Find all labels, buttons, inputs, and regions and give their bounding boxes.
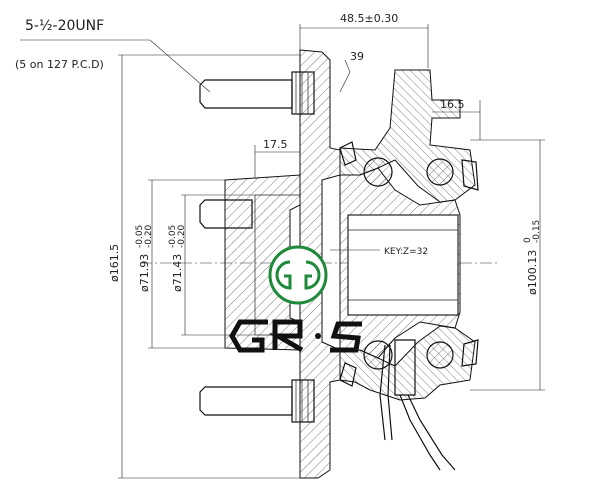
dia-71-43-tol-lo: -0.20 [177, 224, 187, 248]
dim-17-5 [254, 145, 300, 178]
dim-71-43 [181, 194, 255, 336]
key-label: KEY:Z=32 [384, 247, 428, 257]
bearing-ball-upper-right [426, 158, 454, 186]
dim-100-13 [470, 139, 545, 391]
spline-bore [347, 214, 459, 316]
dia-71-43-label: ø71.43 [171, 254, 184, 292]
wheel-stud-top [199, 71, 315, 115]
dia-100-13-tol-hi: 0 [523, 237, 533, 243]
dia-71-43-group: ø71.43 -0.05 -0.20 [168, 224, 187, 292]
wheel-stud-middle [199, 199, 253, 229]
seal-upper [339, 141, 357, 166]
angle-leader [339, 59, 351, 93]
angle-dimension-label: 39 [350, 50, 364, 63]
wheel-stud-bottom [199, 379, 315, 423]
abs-sensor [379, 339, 456, 471]
seal-right-upper [461, 159, 479, 191]
dia-100-13-tol-lo: -0.15 [532, 220, 542, 243]
thread-spec-label: 5-½-20UNF [25, 18, 104, 34]
dim-17-5-label: 17.5 [263, 138, 288, 151]
pcd-note-label: (5 on 127 P.C.D) [15, 58, 104, 71]
bearing-ball-lower-right [426, 341, 454, 369]
dia-71-93-tol-lo: -0.20 [144, 224, 154, 248]
seal-lower [339, 362, 357, 387]
dia-100-13-group: ø100.13 0 -0.15 [523, 220, 542, 295]
bearing-ball-upper-left [363, 157, 393, 187]
dim-16-5 [432, 100, 481, 140]
dia-71-93-tol-hi: -0.05 [135, 225, 145, 248]
thread-leader [20, 39, 211, 93]
seal-right-lower [461, 339, 479, 367]
dia-71-43-tol-hi: -0.05 [168, 225, 178, 248]
dim-width [299, 24, 429, 68]
dia-100-13-label: ø100.13 [526, 250, 539, 295]
width-dimension-label: 48.5±0.30 [340, 12, 398, 25]
grs-watermark-logo [229, 319, 362, 353]
bearing-ball-lower-left [363, 340, 393, 370]
dim-161-5 [118, 54, 300, 479]
dia-71-93-label: ø71.93 [138, 254, 151, 292]
dia-71-93-group: ø71.93 -0.05 -0.20 [135, 224, 154, 292]
dia-161-5-group: ø161.5 [108, 244, 121, 282]
dim-16-5-label: 16.5 [440, 98, 465, 111]
dim-71-93 [148, 179, 225, 349]
dia-161-5-label: ø161.5 [108, 244, 121, 282]
brand-logo-icon [268, 245, 328, 305]
